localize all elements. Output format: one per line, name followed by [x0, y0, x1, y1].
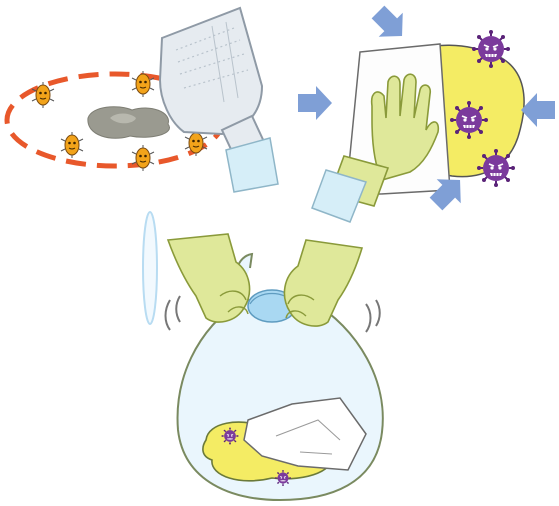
arrow-icon [366, 0, 414, 48]
panel-wipe-spill [7, 8, 278, 192]
virus-icon [472, 30, 510, 68]
germ-icon [32, 82, 54, 108]
panel-bag-disposal [143, 212, 383, 500]
arrow-icon [298, 86, 332, 120]
glove-icon [284, 240, 362, 326]
virus-icon [221, 427, 238, 444]
panel-press-sheet [298, 0, 555, 222]
pressing-hand [312, 74, 438, 222]
wiping-hand [160, 8, 278, 192]
glove-icon [168, 234, 250, 322]
virus-icon [275, 470, 291, 486]
germ-icon [61, 132, 83, 158]
bag-opening-edge [143, 212, 157, 324]
cleaning-cloth [160, 8, 262, 134]
right-glove [284, 240, 362, 326]
virus-icon [477, 149, 515, 187]
virus-icon [450, 101, 488, 139]
left-glove [168, 234, 250, 322]
arrow-icon [521, 93, 555, 127]
